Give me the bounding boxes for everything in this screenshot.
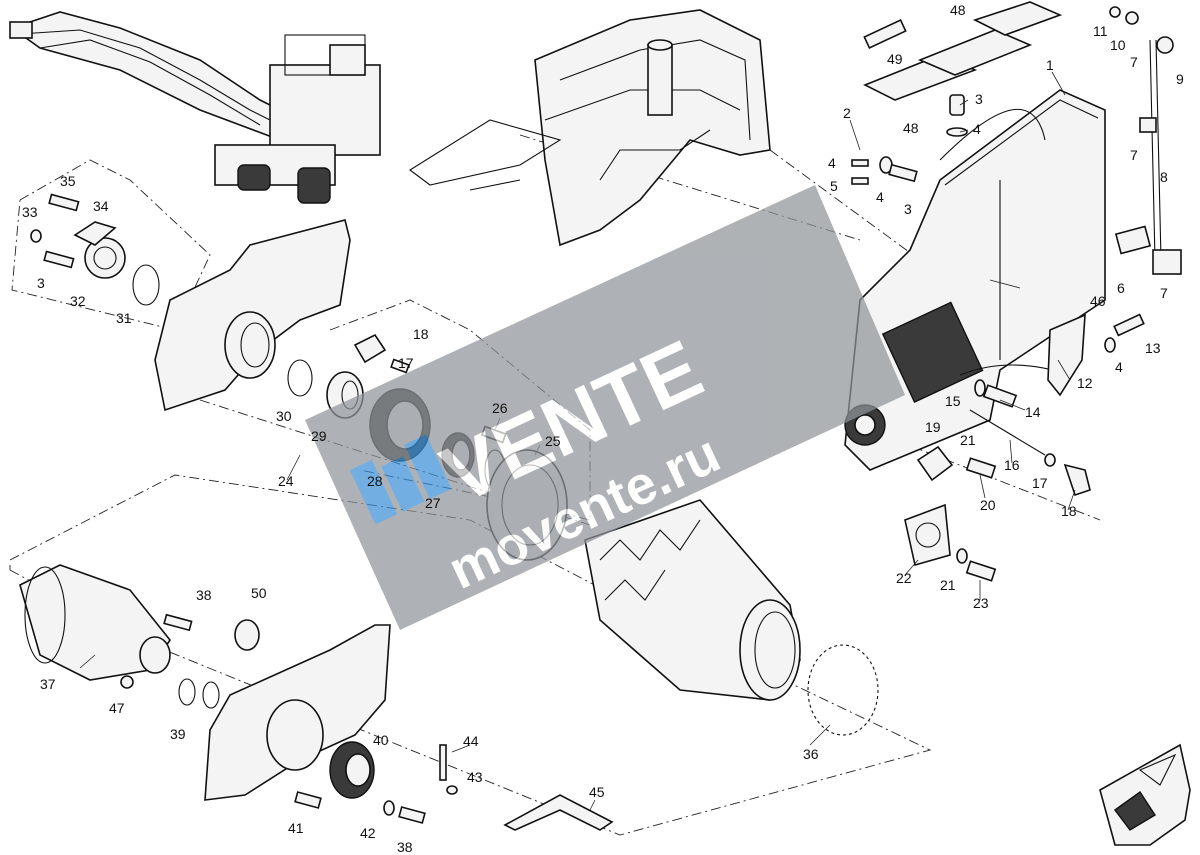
callout-17: 17 — [1032, 475, 1048, 491]
callout-22: 22 — [896, 570, 912, 586]
callout-48: 48 — [950, 2, 966, 18]
callout-44: 44 — [463, 733, 479, 749]
callout-37: 37 — [40, 676, 56, 692]
callout-43: 43 — [467, 769, 483, 785]
callout-2: 2 — [843, 105, 851, 121]
callout-3: 3 — [37, 275, 45, 291]
callout-17: 17 — [398, 355, 414, 371]
callout-16: 16 — [1004, 457, 1020, 473]
callout-24: 24 — [278, 473, 294, 489]
watermark-logo-icon — [350, 434, 452, 525]
callout-25: 25 — [545, 433, 561, 449]
callout-21: 21 — [940, 577, 956, 593]
callout-40: 40 — [373, 732, 389, 748]
callout-8: 8 — [1160, 169, 1168, 185]
callout-49: 49 — [887, 51, 903, 67]
callout-13: 13 — [1145, 340, 1161, 356]
callout-12: 12 — [1077, 375, 1093, 391]
callout-4: 4 — [828, 155, 836, 171]
callout-32: 32 — [70, 293, 86, 309]
right-hardware — [904, 313, 1145, 582]
callout-39: 39 — [170, 726, 186, 742]
callout-36: 36 — [803, 746, 819, 762]
direction-arrow-icon — [1099, 743, 1191, 846]
callout-11: 11 — [1093, 23, 1108, 39]
callout-15: 15 — [945, 393, 961, 409]
callout-labels: 1 2 3 3 3 4 4 4 4 5 6 7 7 7 8 9 10 11 12… — [22, 2, 1184, 855]
callout-28: 28 — [367, 473, 383, 489]
callout-38: 38 — [196, 587, 212, 603]
callout-26: 26 — [492, 400, 508, 416]
callout-46: 46 — [1090, 293, 1106, 309]
vertical-linkage — [1109, 6, 1182, 275]
callout-4: 4 — [876, 189, 884, 205]
callout-1: 1 — [1046, 57, 1054, 73]
callout-48: 48 — [903, 120, 919, 136]
callout-45: 45 — [589, 784, 605, 800]
callout-35: 35 — [60, 173, 76, 189]
lower-side-plate — [204, 624, 614, 831]
callout-10: 10 — [1110, 37, 1126, 53]
protective-mats — [863, 1, 1063, 101]
callout-23: 23 — [973, 595, 989, 611]
callout-33: 33 — [22, 204, 38, 220]
callout-7: 7 — [1160, 285, 1168, 301]
callout-27: 27 — [425, 495, 441, 511]
callout-29: 29 — [311, 428, 327, 444]
callout-4: 4 — [973, 121, 981, 137]
main-frame-illustration — [409, 9, 771, 247]
leader-lines — [79, 71, 1076, 811]
callout-3: 3 — [904, 201, 912, 217]
left-bearing-assembly — [30, 193, 160, 306]
callout-34: 34 — [93, 198, 109, 214]
callout-18: 18 — [1061, 503, 1077, 519]
watermark-band — [305, 185, 905, 630]
left-side-plate — [154, 219, 351, 412]
callout-4: 4 — [1115, 359, 1123, 375]
callout-31: 31 — [116, 310, 132, 326]
callout-6: 6 — [1117, 280, 1125, 296]
callout-38: 38 — [397, 839, 413, 855]
callout-9: 9 — [1176, 71, 1184, 87]
callout-20: 20 — [980, 497, 996, 513]
callout-3: 3 — [975, 91, 983, 107]
callout-30: 30 — [276, 408, 292, 424]
callout-18: 18 — [413, 326, 429, 342]
machine-overview-illustration — [9, 11, 381, 204]
callout-19: 19 — [925, 419, 941, 435]
callout-47: 47 — [109, 700, 125, 716]
callout-7: 7 — [1130, 54, 1138, 70]
gearbox-assembly — [19, 564, 260, 709]
callout-5: 5 — [830, 178, 838, 194]
callout-21: 21 — [960, 432, 976, 448]
side-housing-illustration — [844, 89, 1106, 471]
callout-42: 42 — [360, 825, 376, 841]
callout-50: 50 — [251, 585, 267, 601]
housing-hardware — [851, 94, 968, 185]
callout-7: 7 — [1130, 147, 1138, 163]
callout-41: 41 — [288, 820, 304, 836]
callout-14: 14 — [1025, 404, 1041, 420]
